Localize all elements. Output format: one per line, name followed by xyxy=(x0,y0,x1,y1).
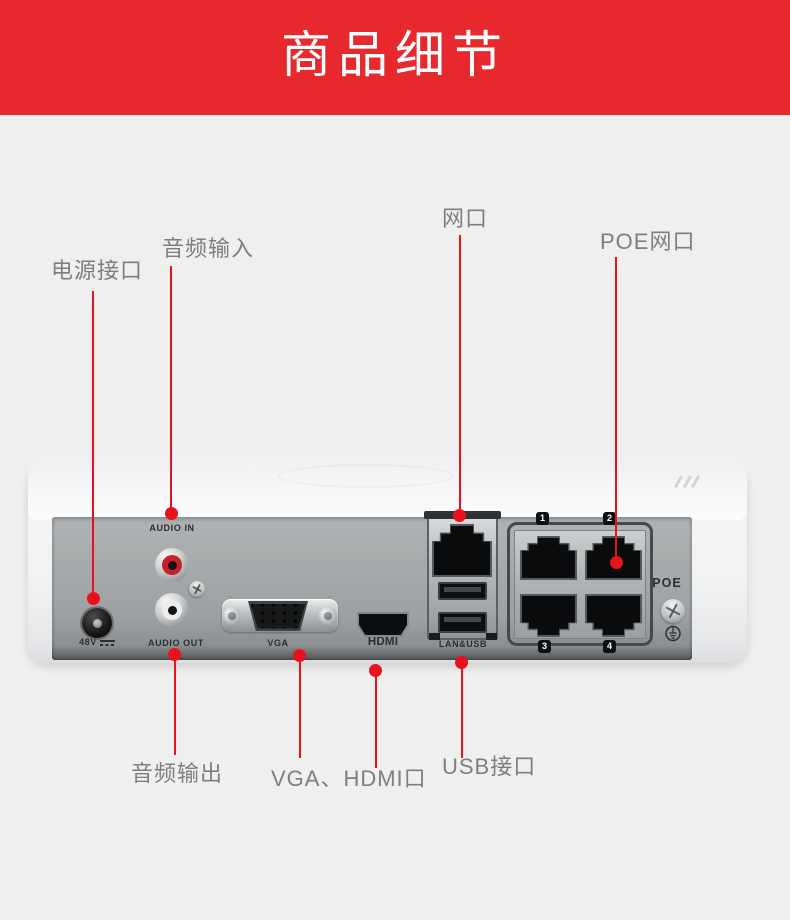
ethernet-port xyxy=(432,524,492,577)
callout-dot-power xyxy=(87,592,100,605)
poe-block-outline xyxy=(507,522,653,646)
page-title: 商品细节 xyxy=(281,27,509,83)
callout-dot-audio-in xyxy=(165,507,178,520)
callout-label-audio-out: 音频输出 xyxy=(131,761,224,786)
callout-label-poe: POE网口 xyxy=(600,229,696,254)
callout-dot-audio-out xyxy=(168,648,181,661)
poe-port-4 xyxy=(585,594,642,637)
bracket-tab xyxy=(486,633,497,640)
poe-port-3-opening xyxy=(522,596,575,635)
callout-label-audio-in: 音频输入 xyxy=(162,236,255,261)
power-jack xyxy=(82,608,112,638)
vga-screw-nut xyxy=(223,607,241,625)
callout-line-power xyxy=(92,291,94,598)
banner: 商品细节 xyxy=(0,0,790,115)
panel-text-vga: VGA xyxy=(267,638,289,648)
vga-screw-nut xyxy=(319,607,337,625)
callout-line-usb xyxy=(461,663,463,758)
callout-label-vga-hdmi: VGA、HDMI口 xyxy=(271,766,427,791)
lid-circle-emboss xyxy=(278,464,454,488)
callout-dot-poe xyxy=(610,556,623,569)
callout-dot-usb xyxy=(455,656,468,669)
audio-in-rca-jack xyxy=(155,548,189,582)
ground-symbol-icon xyxy=(663,625,683,642)
rca-hole xyxy=(167,560,177,570)
panel-text-lan-usb: LAN&USB xyxy=(438,639,488,649)
poe-port-4-opening xyxy=(587,596,640,635)
poe-port-1-opening xyxy=(522,538,575,578)
bracket-tab xyxy=(429,633,440,640)
vga-port xyxy=(248,601,308,631)
callout-dot-lan xyxy=(453,509,466,522)
callout-label-power: 电源接口 xyxy=(51,258,144,283)
rca-hole xyxy=(167,605,177,615)
callout-label-usb: USB接口 xyxy=(442,754,537,779)
callout-dot-vga xyxy=(293,649,306,662)
poe-port-number-2: 2 xyxy=(603,512,616,525)
panel-text-audio-out: AUDIO OUT xyxy=(148,638,204,648)
panel-text-power: 48V xyxy=(74,638,120,647)
poe-port-3 xyxy=(520,594,577,637)
hdmi-port-opening xyxy=(359,614,407,635)
callout-line-lan xyxy=(459,235,461,516)
poe-port-number-3: 3 xyxy=(538,640,551,653)
callout-line-audio-out xyxy=(174,655,176,755)
callout-line-audio-in xyxy=(170,266,172,514)
ethernet-port-opening xyxy=(434,526,490,575)
power-voltage-text: 48V xyxy=(79,637,97,647)
hdmi-port xyxy=(357,612,409,637)
callout-line-hdmi xyxy=(375,671,377,768)
callout-line-poe xyxy=(615,257,617,563)
dc-symbol-icon xyxy=(99,639,115,647)
audio-out-rca-jack xyxy=(155,593,189,627)
callout-label-lan: 网口 xyxy=(442,206,489,231)
panel-text-audio-in: AUDIO IN xyxy=(149,523,195,533)
callout-line-vga xyxy=(299,656,301,758)
usb-port-1 xyxy=(438,582,487,600)
vent-slots xyxy=(673,475,700,488)
panel-text-poe: POE xyxy=(652,576,682,590)
poe-port-1 xyxy=(520,536,577,580)
vga-pin-holes xyxy=(250,603,306,629)
poe-port-number-1: 1 xyxy=(536,512,549,525)
usb-port-2 xyxy=(438,612,487,633)
poe-port-number-4: 4 xyxy=(603,640,616,653)
callout-dot-hdmi xyxy=(369,664,382,677)
panel-text-hdmi: HDMI xyxy=(367,636,399,648)
